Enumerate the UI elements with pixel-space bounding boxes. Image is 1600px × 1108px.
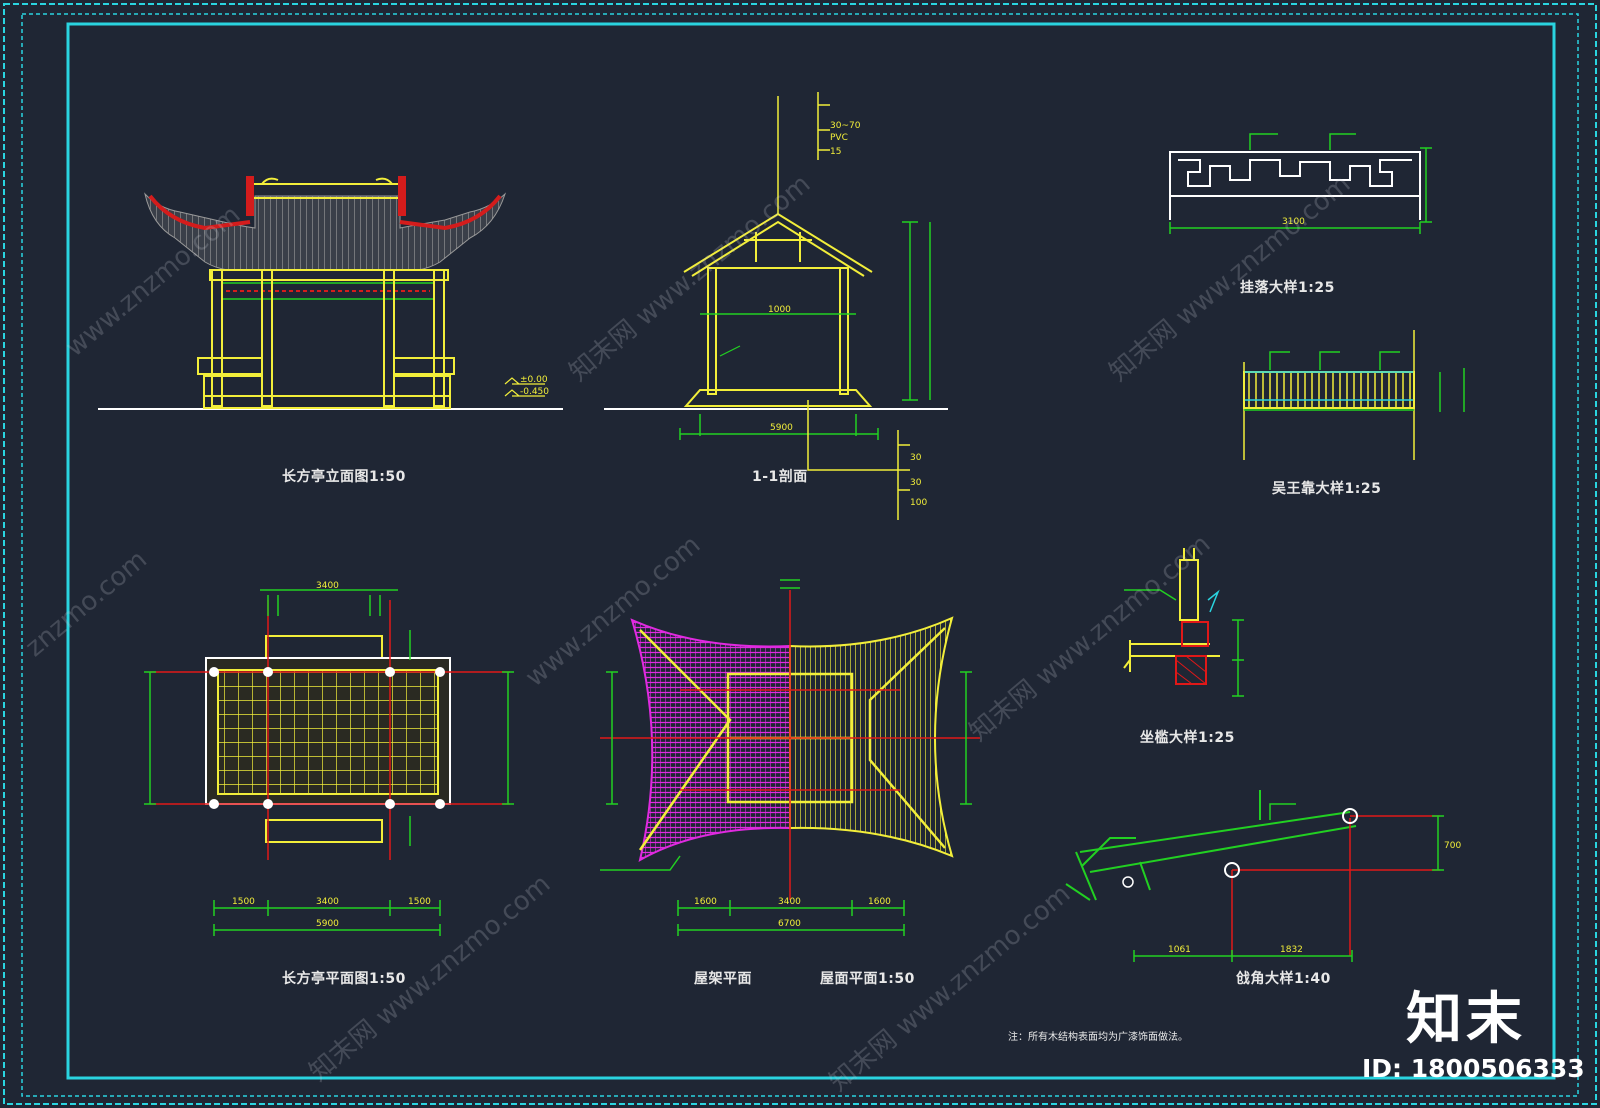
section-drawing bbox=[604, 92, 948, 520]
hanging-span-dim: 3100 bbox=[1282, 217, 1305, 227]
roof-frame-title: 屋架平面 bbox=[694, 971, 752, 987]
znzmo-logo: 知末 bbox=[1406, 987, 1526, 1052]
seat-detail-drawing bbox=[1123, 548, 1244, 697]
plan-side-right-dim: 1500 bbox=[408, 897, 431, 907]
wuwangkao-detail-drawing bbox=[1243, 330, 1465, 460]
section-mid-dim: 1000 bbox=[768, 305, 791, 315]
plan-top-dim: 3400 bbox=[316, 581, 339, 591]
base-layer-2: 30 bbox=[910, 478, 922, 488]
roof-total-dim: 6700 bbox=[778, 919, 801, 929]
corner-detail-drawing bbox=[1065, 790, 1444, 962]
corner-left-dim: 1061 bbox=[1168, 945, 1191, 955]
drawing-border bbox=[3, 3, 1597, 1105]
elevation-title: 长方亭立面图1:50 bbox=[282, 469, 406, 485]
plan-middle-dim: 3400 bbox=[316, 897, 339, 907]
seat-detail-title: 坐槛大样1:25 bbox=[1140, 730, 1235, 746]
plan-total-dim: 5900 bbox=[316, 919, 339, 929]
plan-title: 长方亭平面图1:50 bbox=[282, 971, 406, 987]
roof-plan-drawing bbox=[600, 579, 980, 936]
section-base-dim: 5900 bbox=[770, 423, 793, 433]
roof-layer-2: PVC bbox=[830, 133, 848, 143]
corner-rise-dim: 700 bbox=[1444, 841, 1461, 851]
elevation-level-bottom: -0.450 bbox=[520, 387, 549, 397]
corner-right-dim: 1832 bbox=[1280, 945, 1303, 955]
base-layer-3: 100 bbox=[910, 498, 927, 508]
general-note: 注：所有木结构表面均为广漆饰面做法。 bbox=[1008, 1032, 1188, 1043]
hanging-detail-title: 挂落大样1:25 bbox=[1240, 280, 1335, 296]
elevation-level-top: ±0.00 bbox=[520, 375, 548, 385]
hanging-detail-drawing bbox=[1169, 133, 1432, 234]
corner-detail-title: 戗角大样1:40 bbox=[1236, 971, 1331, 987]
roof-layer-3: 15 bbox=[830, 147, 841, 157]
pavilion-elevation-drawing bbox=[98, 176, 563, 410]
base-layer-1: 30 bbox=[910, 453, 922, 463]
wuwangkao-detail-title: 吴王靠大样1:25 bbox=[1272, 481, 1382, 497]
pavilion-plan-drawing bbox=[144, 589, 514, 936]
roof-side-right-dim: 1600 bbox=[868, 897, 891, 907]
roof-side-left-dim: 1600 bbox=[694, 897, 717, 907]
roof-middle-dim: 3400 bbox=[778, 897, 801, 907]
plan-side-left-dim: 1500 bbox=[232, 897, 255, 907]
roof-plan-title: 屋面平面1:50 bbox=[820, 971, 915, 987]
image-id-label: ID: 1800506333 bbox=[1362, 1054, 1585, 1083]
section-title: 1-1剖面 bbox=[752, 469, 808, 485]
roof-layer-1: 30~70 bbox=[830, 121, 861, 131]
